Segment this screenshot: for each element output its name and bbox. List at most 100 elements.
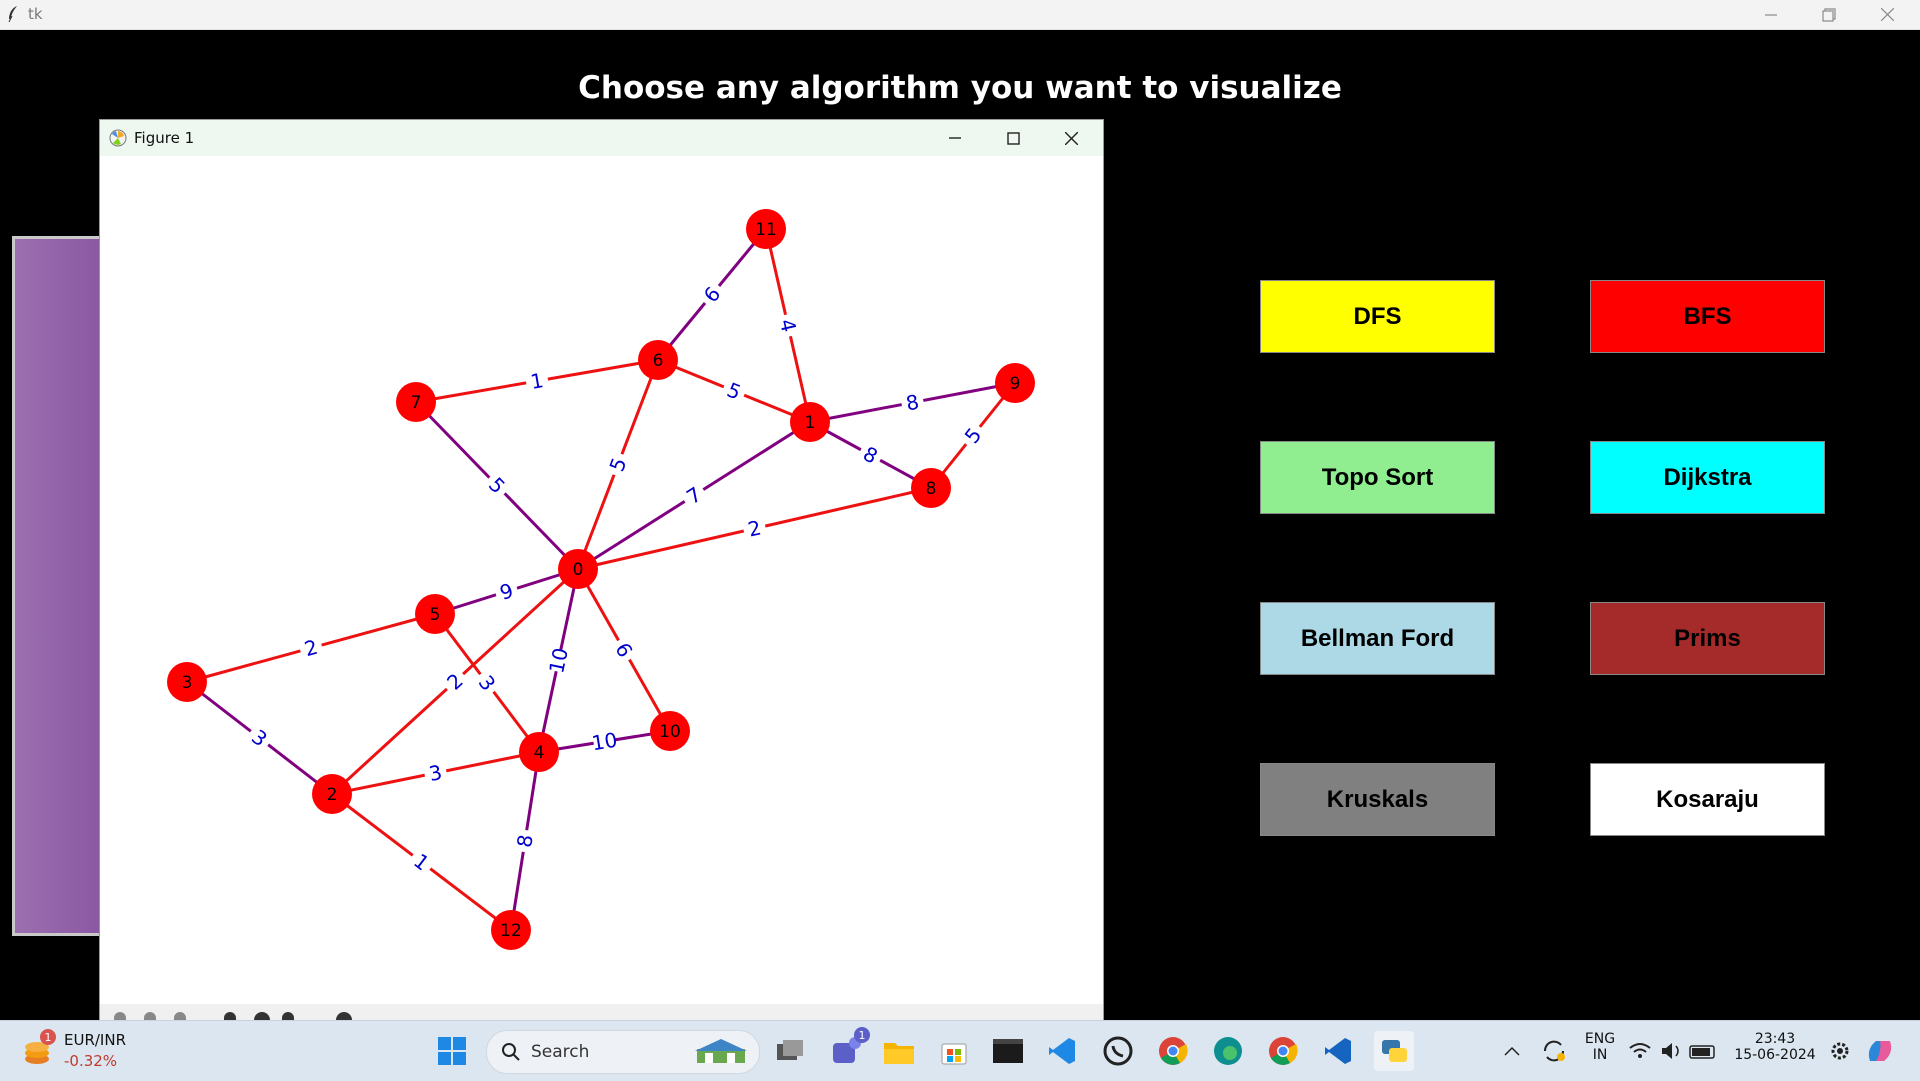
taskbar: 1 EUR/INR -0.32% Search 1 [0,1020,1920,1081]
teams-badge: 1 [854,1027,870,1043]
kruskals-button[interactable]: Kruskals [1260,763,1495,836]
graph-node-11 [746,209,786,249]
edge-label-bg [440,666,470,697]
file-explorer-icon [884,1043,914,1064]
edge-icon [1214,1037,1242,1065]
edge-label-bg [958,420,988,451]
minimize-icon [949,137,961,139]
edge-weight-label: 8 [512,833,538,849]
edge-weight-label: 10 [544,646,573,676]
restore-icon [1822,7,1836,22]
edge-label-bg [856,440,885,470]
teams-icon [833,1037,861,1063]
start-button[interactable] [432,1031,472,1071]
tk-titlebar: tk [0,0,1920,30]
graph-node-9 [995,363,1035,403]
teams-button[interactable]: 1 [826,1027,870,1071]
dfs-button[interactable]: DFS [1260,280,1495,353]
terminal-button[interactable] [988,1031,1028,1071]
task-view-icon [777,1040,803,1060]
edge-weight-label: 8 [904,390,921,416]
edge-button[interactable] [1208,1031,1248,1071]
whatsapp-icon [1103,1036,1133,1066]
edge-label-bg [524,369,550,393]
edge-label-bg [604,450,632,479]
restore-button[interactable] [1800,0,1858,29]
python-button[interactable] [1374,1031,1414,1071]
back-icon[interactable] [144,1012,156,1020]
graph-node-label: 1 [805,413,816,433]
notification-settings-button[interactable] [1820,1031,1860,1071]
chrome-button[interactable] [1153,1031,1193,1071]
start-icon [438,1037,466,1065]
zoom-icon[interactable] [254,1012,270,1020]
minimize-button[interactable] [1742,0,1800,29]
edge-label-bg [244,723,275,753]
home-icon[interactable] [114,1012,126,1020]
search-label: Search [531,1042,590,1062]
currency-icon [25,1042,49,1064]
whatsapp-button[interactable] [1098,1031,1138,1071]
figure-minimize-button[interactable] [926,120,984,156]
edge-weight-label: 2 [746,515,764,541]
figure-close-button[interactable] [1042,120,1100,156]
graph-node-label: 7 [411,393,422,413]
figure-maximize-button[interactable] [984,120,1042,156]
tray-overflow-button[interactable] [1492,1031,1532,1071]
pan-icon[interactable] [224,1012,236,1020]
edge-label-bg [741,516,768,541]
edge-label-bg [775,312,801,339]
gear-icon [1831,1042,1849,1060]
topo-sort-button[interactable]: Topo Sort [1260,441,1495,514]
taskbar-search[interactable]: Search [486,1030,760,1074]
language-code: ENG [1584,1031,1616,1047]
save-icon[interactable] [336,1012,352,1020]
network-sound-battery[interactable] [1628,1031,1724,1071]
edge-weight-label: 2 [302,635,321,662]
graph-node-label: 5 [430,605,441,625]
topo-sort-button-label: Topo Sort [1321,463,1434,491]
prims-button[interactable]: Prims [1590,602,1825,675]
edge-label-bg [406,847,437,877]
close-button[interactable] [1858,0,1916,29]
edge-weight-label: 3 [427,760,444,786]
edge-label-bg [472,668,502,698]
edge-label-bg [422,761,449,785]
copilot-icon [1868,1041,1892,1061]
graph-node-5 [415,594,455,634]
figure-title: Figure 1 [134,129,195,147]
graph-node-label: 3 [182,673,193,693]
bellman-ford-button-label: Bellman Ford [1300,624,1455,652]
task-view-button[interactable] [770,1031,810,1071]
bfs-button[interactable]: BFS [1590,280,1825,353]
clock-date: 15-06-2024 [1734,1047,1816,1063]
prims-button-label: Prims [1674,624,1741,652]
kosaraju-button[interactable]: Kosaraju [1590,763,1825,836]
window-title: tk [28,5,43,23]
language-indicator[interactable]: ENG IN [1580,1031,1620,1063]
figure-titlebar[interactable]: Figure 1 [100,120,1103,156]
store-button[interactable] [934,1031,974,1071]
graph-node-label: 6 [653,351,664,371]
graph-node-6 [638,340,678,380]
chrome-profile-button[interactable] [1263,1031,1303,1071]
sync-button[interactable] [1534,1031,1574,1071]
graph-node-label: 11 [755,220,777,240]
vscode-button[interactable] [1042,1031,1082,1071]
clock[interactable]: 23:43 15-06-2024 [1730,1031,1820,1063]
region-code: IN [1592,1047,1608,1063]
kosaraju-button-label: Kosaraju [1656,785,1759,813]
vscode-alt-button[interactable] [1318,1031,1358,1071]
copilot-button[interactable] [1860,1031,1900,1071]
configure-icon[interactable] [282,1012,294,1020]
bellman-ford-button[interactable]: Bellman Ford [1260,602,1495,675]
vscode-icon [1049,1038,1075,1064]
ticker-badge: 1 [40,1029,56,1045]
dijkstra-button[interactable]: Dijkstra [1590,441,1825,514]
forward-icon[interactable] [174,1012,186,1020]
figure-toolbar [100,1004,1103,1020]
graph-node-10 [650,711,690,751]
file-explorer-button[interactable] [879,1031,919,1071]
graph-node-label: 0 [573,560,584,580]
